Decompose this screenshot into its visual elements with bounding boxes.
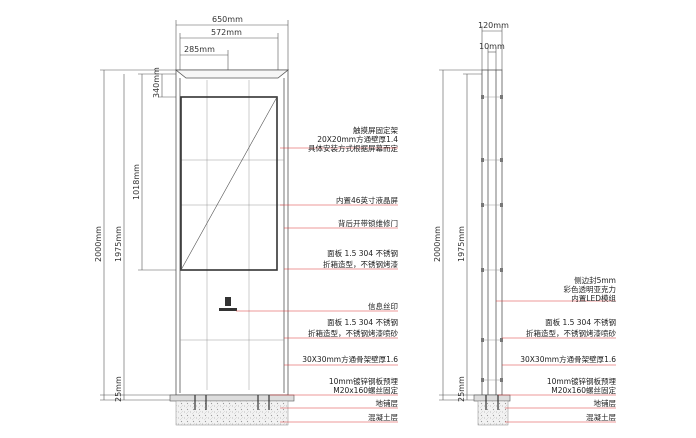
side-note-steel-plate-2: M20x160螺丝固定	[551, 385, 616, 395]
dim-285: 285mm	[184, 45, 215, 54]
note-panel-2: 折箱造型，不锈钢烤漆	[323, 259, 398, 269]
note-steel-plate-1: 10mm镀锌钢板预埋	[329, 376, 399, 386]
side-left-dimensions	[439, 69, 482, 401]
side-note-frame-tube: 30X30mm方通骨架壁厚1.6	[520, 354, 616, 364]
dim-650: 650mm	[212, 15, 243, 24]
logo-icon	[219, 297, 237, 311]
dim-10: 10mm	[479, 42, 505, 51]
note-floor-layer: 地铺层	[376, 398, 399, 408]
note-lcd: 内置46英寸液晶屏	[336, 195, 399, 205]
side-dim-25: 25mm	[457, 376, 466, 402]
front-left-dimensions	[100, 69, 176, 401]
side-dim-2000: 2000mm	[433, 226, 442, 262]
side-view: 120mm 10mm 2000mm 1975mm 25mm	[433, 21, 616, 426]
dim-2000: 2000mm	[94, 226, 103, 262]
front-annotations: 触摸屏固定架 20X20mm方通壁厚1.4 具体安装方式根据屏幕而定 内置46英…	[302, 125, 398, 422]
side-top-dimensions	[481, 26, 503, 70]
side-body	[481, 69, 503, 396]
dim-572: 572mm	[211, 28, 242, 37]
note-acrylic-2: 彩色透明亚克力	[564, 284, 617, 294]
side-base	[473, 394, 511, 426]
dim-1975: 1975mm	[114, 226, 123, 262]
front-leaders	[236, 147, 398, 423]
side-note-panel-2: 折箱造型，不锈钢烤漆喷砂	[526, 328, 616, 338]
note-touch-frame-1: 触摸屏固定架	[353, 125, 398, 135]
note-concrete-layer: 混凝土层	[368, 412, 398, 422]
note-panel-1: 面板 1.5 304 不锈钢	[327, 248, 398, 258]
note-frame-tube: 30X30mm方通骨架壁厚1.6	[302, 354, 398, 364]
side-note-floor-layer: 地铺层	[594, 398, 617, 408]
dim-120: 120mm	[478, 21, 509, 30]
note-touch-frame-2: 20X20mm方通壁厚1.4	[317, 134, 398, 144]
side-dim-1975: 1975mm	[457, 226, 466, 262]
note-silkscreen: 信息丝印	[368, 301, 398, 311]
side-leaders	[496, 300, 616, 423]
front-view: 650mm 572mm 285mm 2000mm 1975mm 1018mm 3…	[94, 15, 398, 426]
side-note-panel-1: 面板 1.5 304 不锈钢	[545, 317, 616, 327]
side-note-concrete-layer: 混凝土层	[586, 412, 616, 422]
side-note-steel-plate-1: 10mm镀锌钢板预埋	[547, 376, 617, 386]
note-panel-sand-2: 折箱造型，不锈钢烤漆喷砂	[308, 328, 398, 338]
dim-1018: 1018mm	[132, 164, 141, 200]
front-top-dimensions	[175, 20, 289, 70]
note-acrylic-1: 侧边封5mm	[574, 275, 616, 285]
note-touch-frame-3: 具体安装方式根据屏幕而定	[308, 143, 398, 153]
lcd-screen	[180, 96, 278, 271]
note-acrylic-3: 内置LED模组	[571, 293, 616, 303]
note-back-door: 背后开带锁维修门	[338, 218, 398, 228]
note-steel-plate-2: M20x160螺丝固定	[333, 385, 398, 395]
dim-340: 340mm	[152, 67, 161, 98]
note-panel-sand-1: 面板 1.5 304 不锈钢	[327, 317, 398, 327]
dim-25: 25mm	[114, 376, 123, 402]
front-base	[169, 394, 295, 426]
side-annotations: 侧边封5mm 彩色透明亚克力 内置LED模组 面板 1.5 304 不锈钢 折箱…	[520, 275, 616, 422]
side-joints	[481, 95, 503, 382]
kiosk-body	[174, 69, 290, 396]
